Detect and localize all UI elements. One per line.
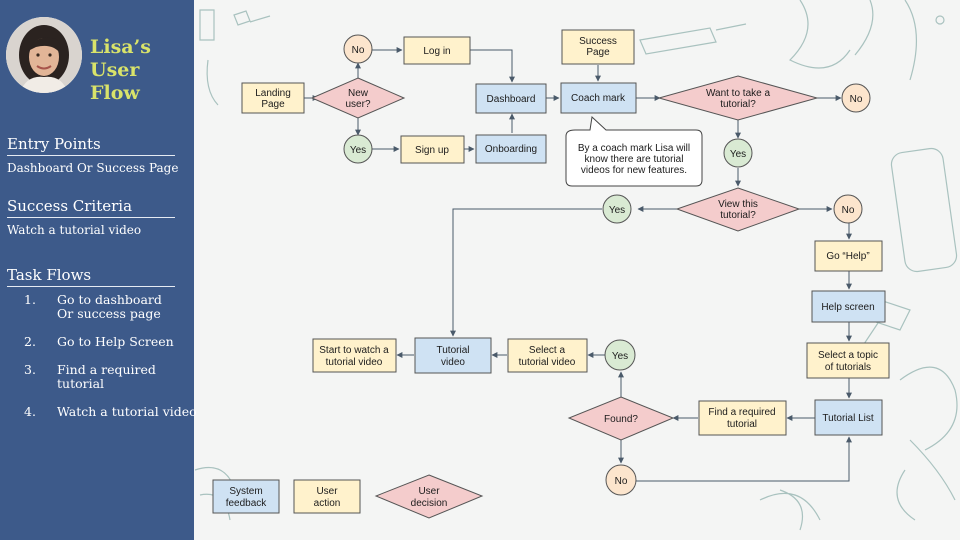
- svg-text:videos for new features.: videos for new features.: [581, 165, 687, 176]
- svg-text:Help screen: Help screen: [821, 302, 874, 313]
- task-line: Or success page: [57, 306, 161, 321]
- node-help-screen: Help screen: [811, 290, 886, 323]
- no-node-want-tutorial: No: [841, 83, 871, 113]
- svg-text:User: User: [316, 486, 338, 497]
- node-log-in: Log in: [403, 36, 471, 65]
- svg-text:Landing: Landing: [255, 88, 291, 99]
- sidebar: Lisa’s User Flow Entry Points Dashboard …: [0, 0, 197, 540]
- task-line: Go to Help Screen: [57, 334, 174, 349]
- node-dashboard: Dashboard: [475, 83, 547, 114]
- task-number: 2.: [24, 334, 36, 349]
- svg-text:decision: decision: [411, 498, 448, 509]
- title-line-1: Lisa’s: [90, 36, 151, 58]
- node-find-tutorial: Find a required tutorial: [698, 400, 787, 436]
- node-select-video: Select a tutorial video: [507, 338, 588, 373]
- svg-text:Page: Page: [586, 47, 610, 58]
- svg-text:tutorial: tutorial: [727, 419, 757, 430]
- svg-text:Yes: Yes: [730, 149, 746, 160]
- svg-text:Found?: Found?: [604, 414, 638, 425]
- svg-text:Yes: Yes: [609, 205, 625, 216]
- svg-text:Success: Success: [579, 36, 617, 47]
- success-criteria-text: Watch a tutorial video: [7, 223, 142, 237]
- svg-text:Want to take a: Want to take a: [706, 88, 771, 99]
- svg-text:Yes: Yes: [350, 145, 366, 156]
- svg-text:user?: user?: [345, 99, 370, 110]
- svg-text:tutorial?: tutorial?: [720, 210, 756, 221]
- svg-text:video: video: [441, 357, 465, 368]
- task-line: Go to dashboard: [57, 292, 162, 307]
- success-criteria-heading: Success Criteria: [7, 197, 175, 218]
- entry-points-heading: Entry Points: [7, 135, 175, 156]
- title-line-2: User Flow: [90, 59, 140, 104]
- decision-view-tutorial: View this tutorial?: [675, 187, 801, 232]
- svg-text:Select a topic: Select a topic: [818, 350, 878, 361]
- task-number: 3.: [24, 362, 36, 377]
- svg-text:Find a required: Find a required: [708, 407, 775, 418]
- svg-text:Tutorial List: Tutorial List: [822, 413, 874, 424]
- svg-text:User: User: [418, 486, 440, 497]
- persona-photo-icon: [6, 17, 82, 93]
- no-node-view-tutorial: No: [833, 194, 863, 224]
- task-line: tutorial: [57, 376, 105, 391]
- svg-text:tutorial?: tutorial?: [720, 99, 756, 110]
- svg-text:feedback: feedback: [226, 498, 268, 509]
- node-landing-page: Landing Page: [241, 82, 305, 114]
- callout-coach-mark: By a coach mark Lisa will know there are…: [565, 115, 703, 187]
- svg-text:Onboarding: Onboarding: [485, 144, 537, 155]
- no-node-new-user: No: [343, 34, 373, 64]
- svg-text:Select a: Select a: [529, 345, 566, 356]
- svg-text:Dashboard: Dashboard: [487, 94, 536, 105]
- yes-node-want-tutorial: Yes: [723, 138, 753, 168]
- svg-text:Tutorial: Tutorial: [437, 345, 470, 356]
- svg-text:Yes: Yes: [612, 351, 628, 362]
- svg-text:Page: Page: [261, 99, 285, 110]
- svg-text:No: No: [352, 45, 365, 56]
- node-onboarding: Onboarding: [475, 134, 547, 164]
- node-success-page: Success Page: [561, 29, 635, 65]
- svg-text:View this: View this: [718, 199, 758, 210]
- svg-text:Coach mark: Coach mark: [571, 93, 626, 104]
- decision-want-tutorial: Want to take a tutorial?: [657, 75, 819, 121]
- svg-text:tutorial video: tutorial video: [326, 357, 383, 368]
- svg-text:No: No: [842, 205, 855, 216]
- yes-node-view-tutorial: Yes: [602, 194, 632, 224]
- node-coach-mark: Coach mark: [560, 82, 637, 114]
- task-line: Watch a tutorial video: [57, 404, 197, 419]
- svg-text:By a coach mark Lisa will: By a coach mark Lisa will: [578, 143, 690, 154]
- task-line: Find a required: [57, 362, 156, 377]
- decision-new-user: New user?: [310, 77, 406, 119]
- legend-system-feedback: System feedback: [212, 479, 280, 514]
- decision-found: Found?: [567, 396, 675, 441]
- flow-diagram: Landing Page New user? No Log in Yes Sig…: [194, 0, 958, 531]
- svg-text:No: No: [615, 476, 628, 487]
- yes-node-new-user: Yes: [343, 134, 373, 164]
- node-start-watch: Start to watch a tutorial video: [312, 338, 397, 373]
- yes-node-found: Yes: [604, 339, 636, 371]
- svg-text:know there are tutorial: know there are tutorial: [585, 154, 684, 165]
- svg-text:New: New: [348, 88, 369, 99]
- node-go-help: Go “Help”: [814, 240, 883, 272]
- svg-text:Log in: Log in: [423, 46, 450, 57]
- svg-text:System: System: [229, 486, 262, 497]
- no-node-found: No: [605, 464, 637, 496]
- node-tutorial-list: Tutorial List: [814, 399, 883, 436]
- node-select-topic: Select a topic of tutorials: [806, 342, 890, 379]
- svg-text:Go “Help”: Go “Help”: [826, 251, 869, 262]
- entry-points-text: Dashboard Or Success Page: [7, 161, 179, 175]
- svg-text:Start to watch a: Start to watch a: [319, 345, 389, 356]
- task-number: 4.: [24, 404, 36, 419]
- svg-text:tutorial video: tutorial video: [519, 357, 576, 368]
- svg-text:of tutorials: of tutorials: [825, 362, 871, 373]
- legend-user-action: User action: [293, 479, 361, 514]
- node-tutorial-video: Tutorial video: [414, 337, 492, 374]
- legend-user-decision: User decision: [374, 474, 484, 519]
- svg-text:action: action: [314, 498, 341, 509]
- node-sign-up: Sign up: [400, 135, 465, 164]
- task-number: 1.: [24, 292, 36, 307]
- task-flows-heading: Task Flows: [7, 266, 175, 287]
- svg-text:Sign up: Sign up: [415, 145, 449, 156]
- avatar: [6, 17, 82, 93]
- svg-text:No: No: [850, 94, 863, 105]
